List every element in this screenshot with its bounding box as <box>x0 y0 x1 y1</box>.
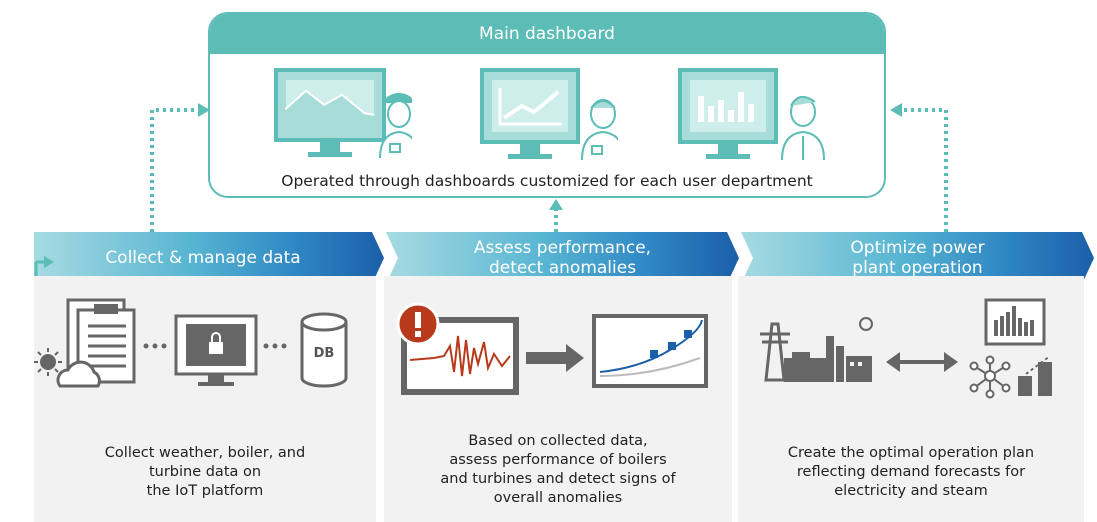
caption-collect-line1: Collect weather, boiler, and <box>104 445 306 461</box>
connector-left-arrow <box>198 103 210 117</box>
caption-assess-line4: overall anomalies <box>493 490 623 506</box>
caption-optimize: Create the optimal operation plan reflec… <box>738 444 1084 501</box>
caption-optimize-line1: Create the optimal operation plan <box>787 445 1035 461</box>
secure-monitor-icon <box>174 314 258 386</box>
step-title-assess: Assess performance, detect anomalies <box>398 232 727 284</box>
feedback-arrow <box>44 256 54 268</box>
caption-assess-line3: and turbines and detect signs of <box>440 471 676 487</box>
monitor-mountain-icon <box>274 68 386 157</box>
caption-assess-line2: assess performance of boilers <box>449 452 667 468</box>
step-title-optimize-line1: Optimize power <box>850 238 985 258</box>
caption-collect: Collect weather, boiler, and turbine dat… <box>34 444 376 501</box>
caption-assess: Based on collected data, assess performa… <box>384 432 732 508</box>
dots-1 <box>143 343 167 349</box>
monitor-bar-chart-icon <box>678 68 778 159</box>
monitor-line-chart-icon <box>480 68 580 159</box>
panel-optimize: Create the optimal operation plan reflec… <box>738 276 1084 522</box>
step-title-collect-text: Collect & manage data <box>105 248 301 268</box>
step-title-optimize-line2: plant operation <box>852 258 983 278</box>
cloud-icon <box>56 360 101 388</box>
dashboard-title: Main dashboard <box>210 14 884 54</box>
dashboard-caption: Operated through dashboards customized f… <box>281 172 813 190</box>
dots-2 <box>263 343 287 349</box>
connector-right <box>904 108 948 232</box>
database-icon <box>300 312 348 388</box>
assess-icons <box>396 302 708 395</box>
panel-assess: Based on collected data, assess performa… <box>384 276 732 522</box>
performance-monitor-icon <box>592 314 708 388</box>
panel-collect: DB Collect weather, boiler, and turbine … <box>34 276 376 522</box>
caption-collect-line3: the IoT platform <box>146 483 264 499</box>
banner-optimize <box>741 232 1094 284</box>
caption-assess-line1: Based on collected data, <box>468 433 648 449</box>
banner-collect <box>34 232 384 284</box>
network-icon <box>969 355 1011 399</box>
worker-young-icon <box>781 95 825 161</box>
monitor-person-group-1 <box>274 68 412 159</box>
right-arrow-icon <box>526 344 584 372</box>
caption-optimize-line2: reflecting demand forecasts for <box>796 464 1026 480</box>
connector-right-arrow <box>890 103 902 117</box>
monitor-person-group-3 <box>678 68 825 161</box>
caption-collect-line2: turbine data on <box>148 464 262 480</box>
main-dashboard-box: Main dashboard <box>208 12 886 198</box>
forecast-monitor-icon <box>984 298 1046 346</box>
step-title-optimize: Optimize power plant operation <box>753 232 1082 284</box>
monitor-person-group-2 <box>480 68 618 161</box>
step-title-collect: Collect & manage data <box>34 232 372 284</box>
sun-icon <box>34 348 62 376</box>
worker-helmet-icon <box>379 93 412 159</box>
worker-elder-icon <box>581 99 618 161</box>
power-plant-icon <box>760 317 873 382</box>
clipboard-icon <box>66 298 136 384</box>
collect-icons <box>34 298 348 388</box>
alert-icon <box>396 302 440 346</box>
step-title-assess-line2: detect anomalies <box>488 258 637 278</box>
banner-assess <box>386 232 739 284</box>
database-label: DB <box>313 346 335 361</box>
bidirectional-arrow-icon <box>886 352 958 372</box>
connector-left <box>150 108 198 232</box>
connector-middle-arrow <box>549 199 563 210</box>
step-title-assess-line1: Assess performance, <box>473 238 652 258</box>
caption-optimize-line3: electricity and steam <box>834 483 988 499</box>
optimize-icons <box>760 298 1052 399</box>
growth-bars-icon <box>1018 355 1052 396</box>
